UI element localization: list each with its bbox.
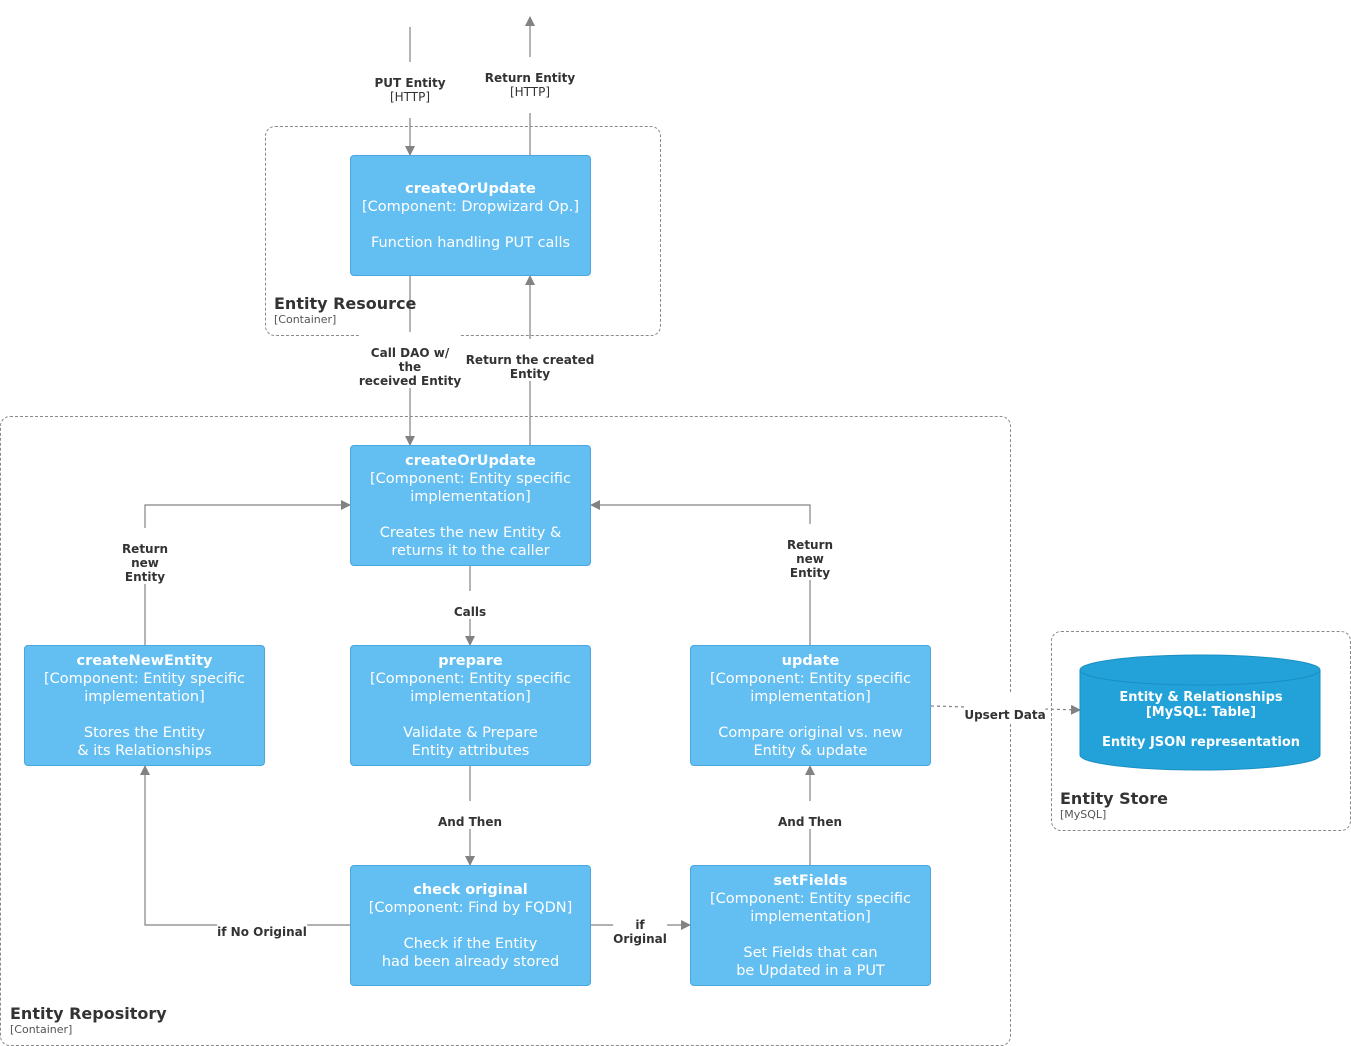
edge-label-tech: [HTTP] [509, 85, 551, 99]
entity-repository-title: Entity Repository [10, 1004, 167, 1023]
edge-label-return-new-right: Return new Entity [786, 524, 834, 580]
component-name: setFields [773, 872, 848, 889]
edge-label-text: And Then [437, 815, 503, 829]
edge-label-text: Calls [453, 605, 487, 619]
edge-label-call-dao: Call DAO w/ the received Entity [358, 332, 462, 388]
component-name: createOrUpdate [405, 452, 536, 469]
component-tech: [Component: Entity specific implementati… [709, 670, 912, 705]
resource-create-or-update-component[interactable]: createOrUpdate [Component: Dropwizard Op… [350, 155, 591, 276]
edge-label-and-then-right: And Then [777, 801, 843, 829]
component-tech: [Component: Dropwizard Op.] [361, 198, 579, 215]
database-cylinder [1079, 654, 1321, 771]
entity-store-title: Entity Store [1060, 789, 1169, 808]
edge-label-calls: Calls [453, 591, 487, 619]
edge-label-text: Return Entity [484, 71, 576, 85]
check-original-component[interactable]: check original [Component: Find by FQDN]… [350, 865, 591, 986]
edge-label-text: if No Original [217, 925, 307, 939]
entity-relationships-database[interactable]: Entity & Relationships [MySQL: Table] En… [1082, 690, 1320, 750]
entity-resource-tech: [Container] [274, 313, 337, 326]
entity-repository-tech: [Container] [10, 1023, 73, 1036]
component-tech: [Component: Entity specific implementati… [369, 470, 572, 505]
database-desc: Entity JSON representation [1101, 735, 1301, 750]
component-tech: [Component: Find by FQDN] [368, 899, 573, 916]
component-name: createNewEntity [76, 652, 213, 669]
component-tech: [Component: Entity specific implementati… [709, 890, 912, 925]
edge-label-return-new-left: Return new Entity [121, 528, 169, 584]
edge-label-text: And Then [777, 815, 843, 829]
edge-label-put-entity: PUT Entity [HTTP] [374, 62, 446, 118]
edge-label-return-created: Return the created Entity [465, 339, 595, 381]
edge-label-tech: [HTTP] [389, 90, 431, 104]
create-new-entity-component[interactable]: createNewEntity [Component: Entity speci… [24, 645, 265, 766]
component-desc: Set Fields that can be Updated in a PUT [736, 944, 885, 979]
edge-label-text: Call DAO w/ the received Entity [358, 346, 462, 388]
prepare-component[interactable]: prepare [Component: Entity specific impl… [350, 645, 591, 766]
repository-create-or-update-component[interactable]: createOrUpdate [Component: Entity specif… [350, 445, 591, 566]
edge-label-text: PUT Entity [374, 76, 446, 90]
edge-label-text: Return the created Entity [465, 353, 595, 381]
edge-label-and-then-left: And Then [437, 801, 503, 829]
component-name: check original [413, 881, 528, 898]
edge-return-new-right [590, 500, 811, 645]
component-desc: Validate & Prepare Entity attributes [403, 724, 538, 759]
update-component[interactable]: update [Component: Entity specific imple… [690, 645, 931, 766]
edge-return-new-left [144, 500, 351, 645]
component-desc: Function handling PUT calls [370, 234, 571, 251]
component-desc: Creates the new Entity & returns it to t… [379, 524, 562, 559]
set-fields-component[interactable]: setFields [Component: Entity specific im… [690, 865, 931, 986]
entity-resource-title: Entity Resource [274, 294, 417, 313]
component-desc: Check if the Entity had been already sto… [381, 935, 560, 970]
edge-label-text: Return new Entity [786, 538, 834, 580]
component-desc: Stores the Entity & its Relationships [77, 724, 212, 759]
component-name: prepare [438, 652, 503, 669]
component-name: createOrUpdate [405, 180, 536, 197]
component-desc: Compare original vs. new Entity & update [718, 724, 903, 759]
database-tech: [MySQL: Table] [1145, 705, 1257, 720]
edge-label-if-original: if Original [613, 904, 667, 946]
entity-store-tech: [MySQL] [1060, 808, 1107, 821]
edge-label-text: Return new Entity [121, 542, 169, 584]
edge-label-text: if Original [613, 918, 667, 946]
edge-label-return-entity: Return Entity [HTTP] [484, 57, 576, 113]
edge-label-text: Upsert Data [964, 708, 1046, 722]
entity-resource-boundary [265, 126, 661, 336]
edge-label-if-no-original: if No Original [217, 911, 307, 939]
component-tech: [Component: Entity specific implementati… [369, 670, 572, 705]
component-name: update [781, 652, 840, 669]
database-name: Entity & Relationships [1119, 690, 1283, 705]
component-tech: [Component: Entity specific implementati… [43, 670, 246, 705]
edge-label-upsert: Upsert Data [964, 694, 1046, 722]
